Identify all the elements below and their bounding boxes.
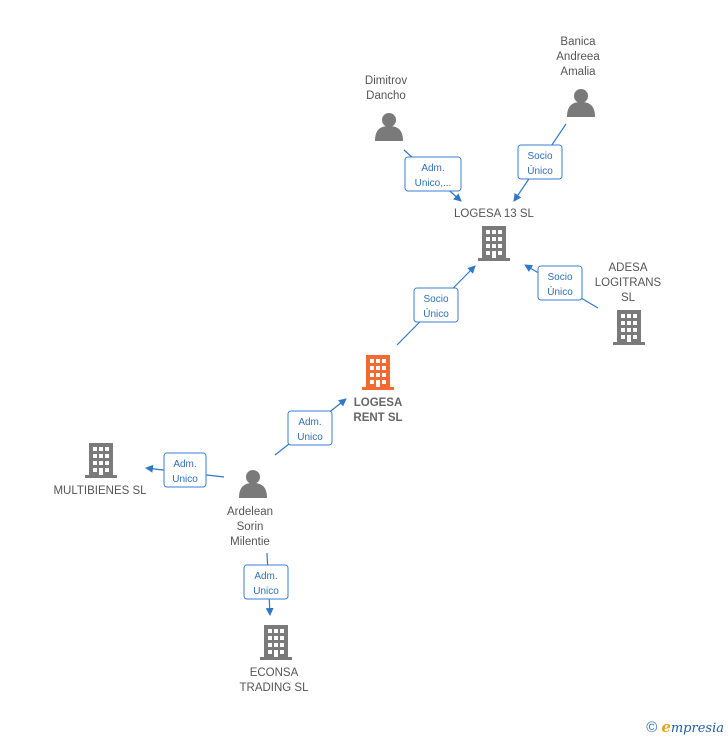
node-logesa-13-sl[interactable]: LOGESA 13 SL [454,208,535,261]
node-label-line: Ardelean [227,506,273,518]
building-icon [260,625,292,660]
node-multibienes-sl[interactable]: MULTIBIENES SL [53,443,147,497]
copyright-icon: © [646,718,658,736]
edge-label-line-2: Unico [297,432,323,443]
node-label-line: SL [621,292,636,304]
edge-label-banica-logesa13[interactable]: Socio Único [517,144,563,180]
node-banica-andreea-amalia[interactable]: Banica Andreea Amalia [556,36,600,117]
person-icon [239,470,267,498]
node-label-line: RENT SL [353,412,402,424]
brand-initial: e [661,718,671,736]
edge-label-line-1: Adm. [421,163,444,174]
node-label-line: TRADING SL [239,682,309,694]
building-icon [613,310,645,345]
node-label-line: Sorin [237,521,264,533]
edge-label-ardelean-multibienes[interactable]: Adm. Unico [163,452,207,488]
building-icon [478,226,510,261]
node-adesa-logitrans-sl[interactable]: ADESA LOGITRANS SL [595,262,662,345]
node-label-line: Banica [560,36,596,48]
edge-label-line-2: Único [423,307,449,320]
node-econsa-trading-sl[interactable]: ECONSA TRADING SL [239,625,309,694]
node-label-line: LOGESA 13 SL [454,208,535,220]
edge-label-line-1: Socio [527,151,552,162]
building-icon [362,355,394,390]
node-label-line: Dimitrov [365,75,407,87]
person-icon [375,113,403,141]
edge-label-line-1: Adm. [254,571,277,582]
node-ardelean-sorin-milentie[interactable]: Ardelean Sorin Milentie [227,470,273,548]
edge-label-line-1: Socio [547,272,572,283]
node-logesa-rent-sl[interactable]: LOGESA RENT SL [353,355,403,424]
edge-label-rent-logesa13[interactable]: Socio Único [413,287,459,323]
building-icon [85,443,117,478]
edge-label-line-1: Adm. [173,459,196,470]
edge-label-line-1: Socio [423,294,448,305]
person-icon [567,89,595,117]
edge-label-adesa-logesa13[interactable]: Socio Único [537,265,583,301]
footer-brand: © empresia [646,718,724,736]
node-dimitrov-dancho[interactable]: Dimitrov Dancho [365,75,407,141]
node-label-line: Amalia [560,66,596,78]
node-label-line: ADESA [609,262,648,274]
edge-label-line-2: Unico [172,474,198,485]
node-label-line: ECONSA [250,667,299,679]
node-label-line: LOGESA [354,397,403,409]
edge-label-line-2: Unico [253,586,279,597]
node-label-line: LOGITRANS [595,277,662,289]
edge-label-line-2: Único [527,164,553,177]
node-label-line: Dancho [366,90,406,102]
edge-label-ardelean-rent[interactable]: Adm. Unico [287,410,333,446]
node-label-line: Milentie [230,536,270,548]
edge-label-dimitrov-logesa13[interactable]: Adm. Unico,... [404,156,462,192]
edge-label-ardelean-econsa[interactable]: Adm. Unico [243,564,289,600]
node-label-line: Andreea [556,51,600,63]
edge-label-line-2: Único [547,285,573,298]
node-label-line: MULTIBIENES SL [53,485,147,497]
edge-label-line-2: Unico,... [415,178,452,189]
edge-label-line-1: Adm. [298,417,321,428]
brand-name: mpresia [670,721,724,736]
brand-logo: empresia [661,718,724,736]
